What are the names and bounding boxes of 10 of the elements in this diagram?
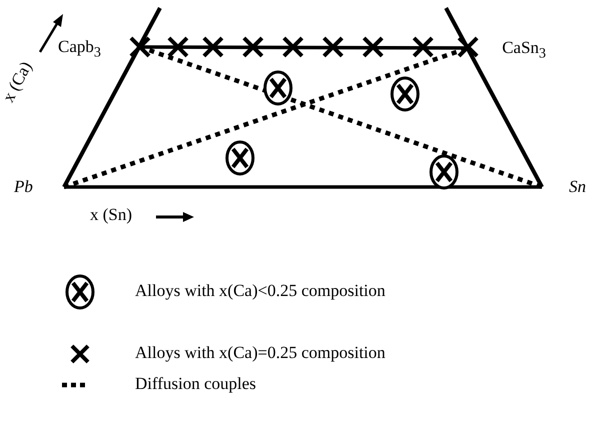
corner-label: CaSn$_{3}$ (502, 38, 546, 57)
corner-label: Pb (14, 177, 33, 196)
legend-text: Diffusion couples (135, 374, 256, 394)
legend-text: Alloys with x(Ca)<0.25 composition (135, 281, 386, 301)
corner-label: Capb$_{3}$ (58, 37, 101, 56)
solid-line (64, 185, 542, 189)
axis-label: x (Sn) (90, 205, 132, 225)
legend-text: Alloys with x(Ca)=0.25 composition (135, 343, 386, 363)
axis-label: x (Ca) (0, 58, 36, 106)
corner-label: Sn (569, 177, 586, 196)
